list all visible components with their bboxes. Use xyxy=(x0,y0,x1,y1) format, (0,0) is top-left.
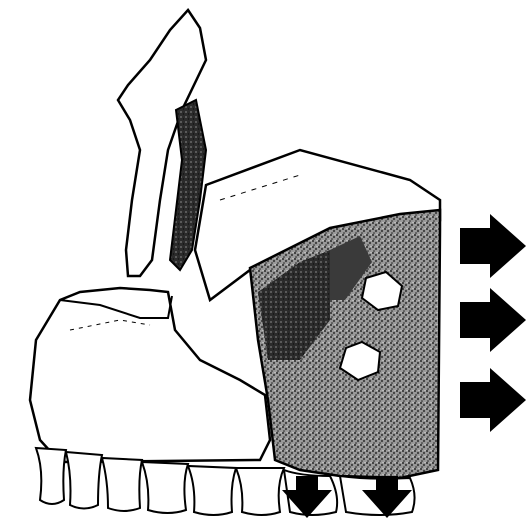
frontal-process xyxy=(118,10,206,276)
maxilla-body xyxy=(30,288,270,462)
arrow-right-icon xyxy=(460,288,526,352)
tooth xyxy=(102,458,142,511)
arrow-right-icon xyxy=(460,214,526,278)
tooth xyxy=(142,462,188,513)
lateral-arrows xyxy=(460,214,526,432)
arrow-right-icon xyxy=(460,368,526,432)
tooth xyxy=(188,466,236,515)
tooth xyxy=(236,468,284,515)
tooth xyxy=(36,448,66,504)
tooth xyxy=(66,452,102,509)
